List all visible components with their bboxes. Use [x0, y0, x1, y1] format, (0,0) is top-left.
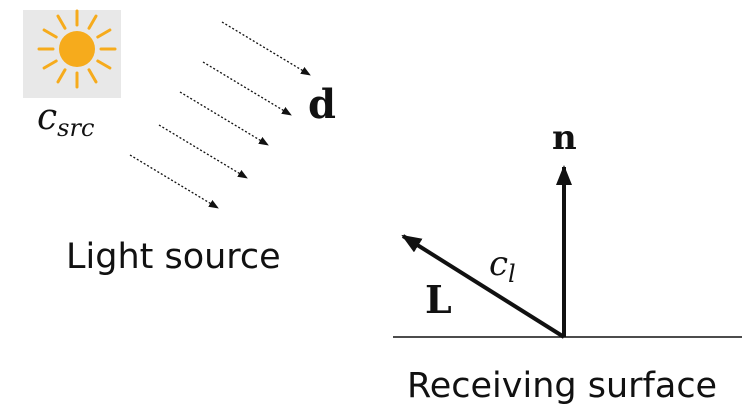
sun-ray	[56, 14, 67, 30]
sun-ray	[96, 28, 112, 39]
light-rays	[129, 21, 311, 209]
direction-symbol: d	[308, 81, 336, 128]
light-ray	[179, 91, 269, 146]
light-ray	[158, 124, 248, 179]
sun-ray	[56, 68, 67, 84]
light-vector-symbol: L	[425, 277, 452, 322]
sun-icon	[23, 9, 121, 98]
sun-ray	[87, 68, 98, 84]
sun-ray	[96, 59, 112, 70]
light-source-label: Light source	[66, 237, 281, 277]
light-ray	[129, 154, 219, 209]
sun-ray	[42, 28, 58, 39]
receiving-surface-label: Receiving surface	[407, 366, 717, 406]
sun-ray	[42, 59, 58, 70]
light-ray	[202, 61, 292, 116]
source-color-symbol: csrc	[37, 97, 94, 142]
light-vector	[401, 234, 566, 339]
normal-symbol: n	[552, 118, 577, 158]
light-ray	[221, 21, 311, 76]
light-color-symbol: cl	[489, 244, 516, 288]
sun-ray	[87, 14, 98, 30]
